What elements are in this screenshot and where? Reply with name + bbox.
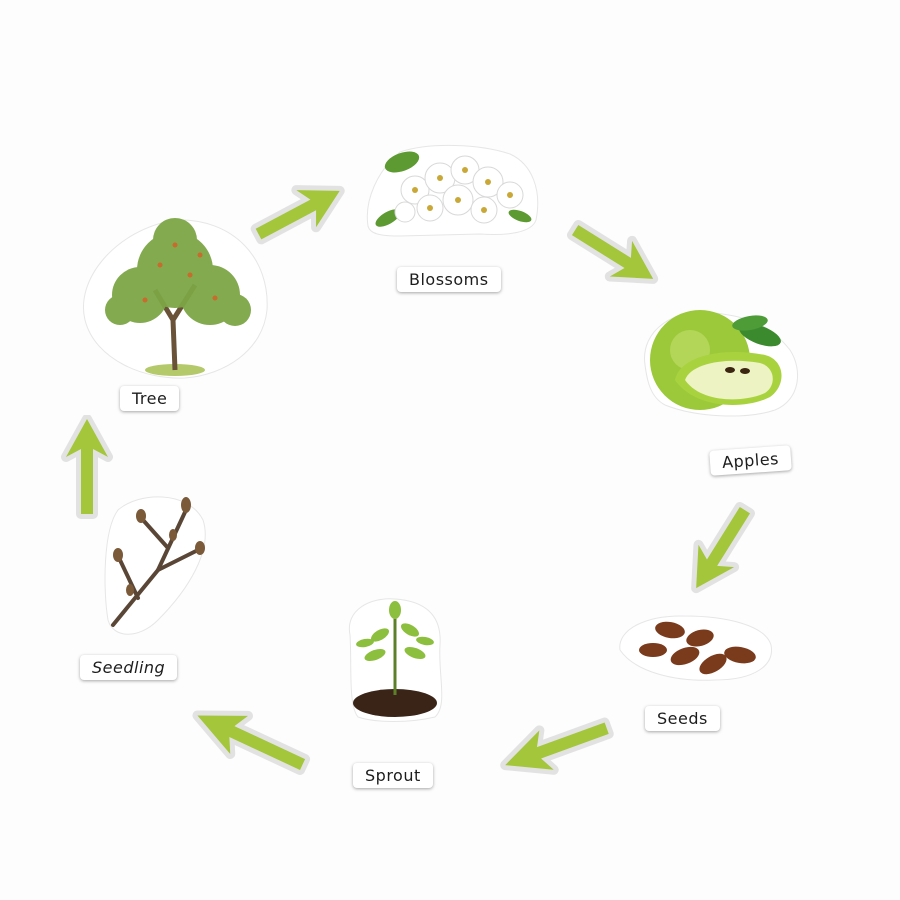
stage-label-apples: Apples [709,445,792,476]
arrow-seedling-to-tree [61,415,113,519]
stage-label-tree: Tree [120,386,180,411]
arrow-sprout-to-seedling [192,710,311,775]
apples-icon [644,310,798,417]
seedling-icon [104,496,206,635]
stage-label-sprout: Sprout [353,763,433,788]
stage-label-blossoms: Blossoms [397,267,501,292]
stage-label-seeds: Seeds [645,706,720,731]
arrow-blossoms-to-apples [566,220,659,284]
tree-icon [83,218,268,379]
arrow-seeds-to-sprout [500,717,614,775]
arrow-apples-to-seeds [691,501,755,594]
stage-label-seedling: Seedling [80,655,178,680]
sprout-icon [348,598,443,722]
blossoms-icon [366,144,539,237]
arrow-tree-to-blossoms [250,185,345,245]
seeds-icon [619,615,772,681]
